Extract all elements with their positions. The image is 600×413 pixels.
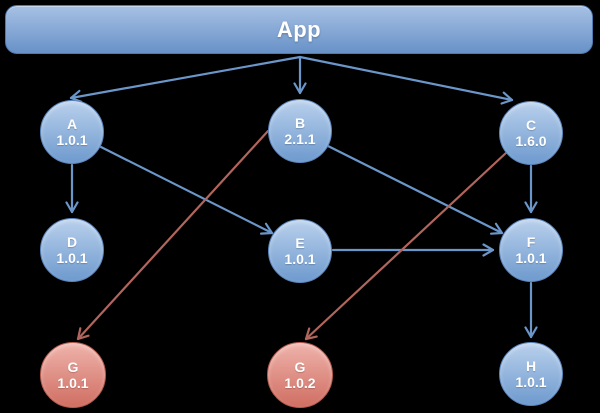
- edge-C-G2: [304, 150, 509, 341]
- node-version: 1.0.1: [284, 250, 316, 267]
- node-label: H: [525, 357, 537, 374]
- node-label: C: [525, 116, 537, 133]
- node-version: 1.0.1: [515, 373, 547, 390]
- edge-A-E: [97, 144, 274, 235]
- node-label: F: [526, 233, 536, 250]
- node-label: A: [66, 115, 78, 132]
- edge-B-G1: [76, 129, 270, 341]
- edge-App-C: [298, 55, 514, 105]
- app-root-label: App: [276, 16, 322, 42]
- node-version: 1.0.1: [515, 249, 547, 266]
- edge-B-F: [326, 144, 504, 235]
- node-label: B: [294, 114, 306, 131]
- node-version: 1.0.1: [57, 374, 89, 391]
- node-label: D: [66, 233, 78, 250]
- app-root-node: App: [5, 5, 593, 54]
- node-version: 1.0.1: [56, 131, 88, 148]
- node-version: 1.6.0: [515, 132, 547, 149]
- node-version: 1.0.1: [56, 249, 88, 266]
- edge-App-A: [69, 55, 302, 103]
- node-label: G: [294, 358, 306, 375]
- node-version: 2.1.1: [284, 130, 316, 147]
- node-label: E: [295, 234, 305, 251]
- node-label: G: [67, 358, 79, 375]
- node-version: 1.0.2: [284, 374, 316, 391]
